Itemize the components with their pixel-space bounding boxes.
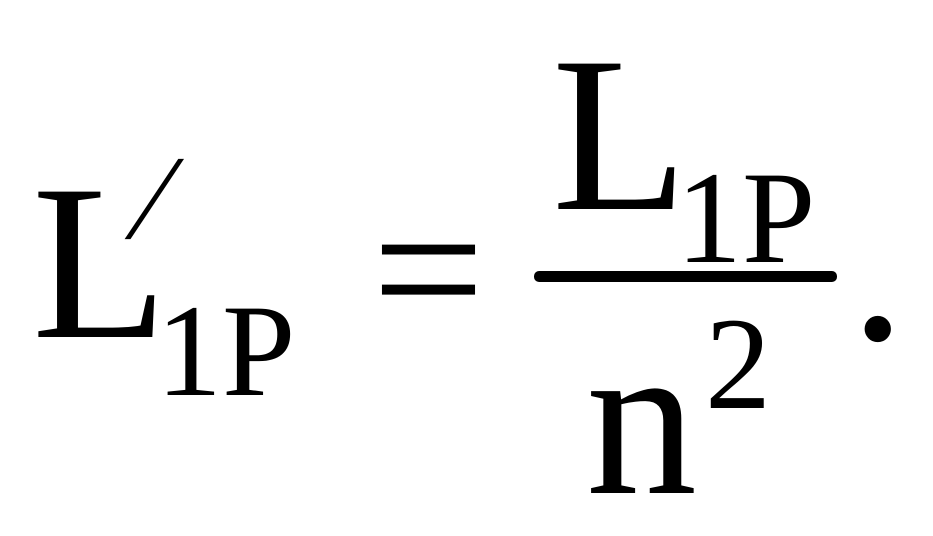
fraction-bar [534, 271, 837, 282]
terminating-period: . [850, 142, 906, 388]
numerator-symbol: L [552, 12, 688, 258]
denominator-superscript: 2 [705, 290, 771, 437]
numerator-subscript: 1P [676, 144, 816, 291]
equals-sign: = [372, 159, 485, 380]
denominator-symbol: n [586, 296, 697, 536]
lhs-symbol: L [32, 140, 168, 386]
lhs-subscript: 1P [156, 277, 296, 424]
